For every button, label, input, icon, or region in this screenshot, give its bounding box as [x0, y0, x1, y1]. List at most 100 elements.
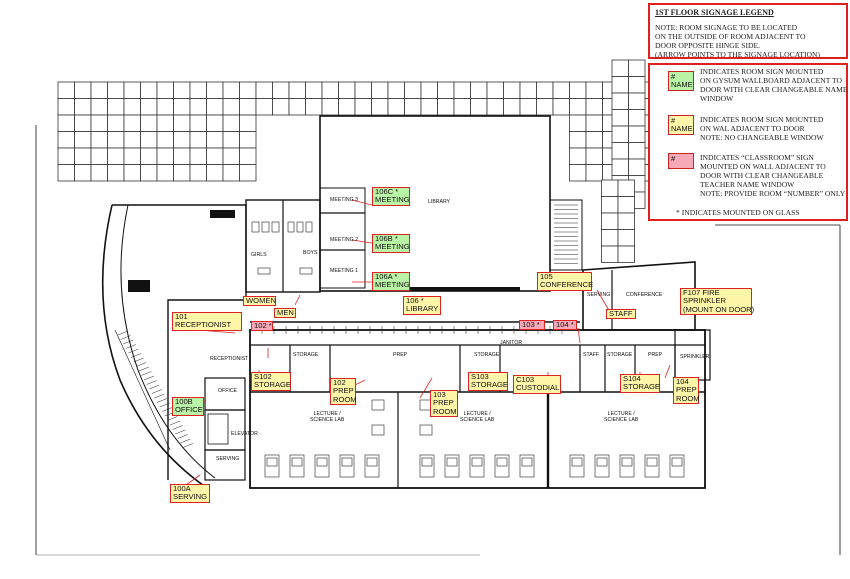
- paving-tile: [90, 147, 108, 165]
- paving-tile: [239, 114, 257, 132]
- paving-tile: [601, 245, 619, 263]
- paving-tile: [288, 98, 306, 116]
- stair-tread: [162, 407, 173, 412]
- sign-line: CONFERENCE: [540, 280, 594, 290]
- sign-106-library[interactable]: 106 *LIBRARY: [403, 296, 441, 315]
- sign-line: MEN: [277, 308, 294, 317]
- paving-tile: [222, 98, 240, 116]
- paving-tile: [222, 131, 240, 149]
- sign-106b-meeting[interactable]: 106B *MEETING: [372, 234, 410, 253]
- paving-tile: [222, 164, 240, 182]
- paving-tile: [519, 81, 537, 99]
- legend-line: TEACHER NAME WINDOW: [700, 180, 795, 189]
- swatch-text: #: [671, 116, 676, 125]
- sign-103-classroom[interactable]: 103 *: [519, 320, 545, 331]
- sign-men[interactable]: MEN: [274, 308, 296, 319]
- paving-tile: [123, 81, 141, 99]
- sign-102-classroom[interactable]: 102 *: [251, 321, 273, 332]
- sign-women[interactable]: WOMEN: [243, 296, 276, 307]
- paving-tile: [437, 98, 455, 116]
- lab-sink: [496, 457, 508, 467]
- legend-swatch-pink: #: [668, 153, 694, 169]
- paving-tile: [536, 81, 554, 99]
- paving-tile: [206, 147, 224, 165]
- building-walls: [35, 115, 841, 556]
- sign-106a-meeting[interactable]: 106A *MEETING: [372, 272, 410, 291]
- lab-sink: [471, 457, 483, 467]
- sign-staff[interactable]: STAFF: [606, 309, 636, 320]
- sign-line: F107 FIRE: [683, 288, 720, 297]
- paving-tile: [617, 229, 635, 247]
- paving-tile: [222, 81, 240, 99]
- paving-tile: [140, 147, 158, 165]
- paving-tile: [123, 98, 141, 116]
- sign-line: LIBRARY: [406, 304, 439, 314]
- legend-line: MOUNTED ON WALL ADJACENT TO: [700, 162, 826, 171]
- paving-tile: [222, 147, 240, 165]
- sign-line: ROOM: [333, 394, 357, 404]
- legend-swatch-yellow: # NAME: [668, 115, 694, 135]
- room-label-serving-top: SERVING: [587, 292, 611, 298]
- room-label-serving: SERVING: [216, 456, 240, 462]
- paving-tile: [206, 114, 224, 132]
- sign-line: ROOM: [433, 406, 457, 416]
- legend-line: DOOR WITH CLEAR CHANGEABLE NAME: [700, 85, 848, 94]
- paving-tile: [173, 114, 191, 132]
- sign-106c-meeting[interactable]: 106C *MEETING: [372, 187, 410, 206]
- stair-tread: [180, 438, 191, 444]
- paving-tile: [189, 164, 207, 182]
- paving-tile: [371, 81, 389, 99]
- stair-tread: [156, 398, 168, 403]
- stair-tread: [120, 335, 131, 340]
- paving-tile: [107, 131, 125, 149]
- paving-tile: [107, 98, 125, 116]
- sink-counter: [257, 267, 271, 275]
- sign-line: 106C *: [375, 187, 399, 196]
- lab-sink: [671, 457, 683, 467]
- room-label-line: SCIENCE LAB: [460, 417, 495, 423]
- paving-tile: [628, 158, 646, 176]
- legend-line: ON GYSUM WALLBOARD ADJACENT TO: [700, 76, 843, 85]
- sink-counter: [299, 267, 313, 275]
- sign-line: STORAGE: [254, 380, 291, 390]
- toilet: [251, 221, 260, 233]
- room-label-line: SCIENCE LAB: [310, 417, 345, 423]
- sign-line: PREP: [676, 385, 697, 395]
- paving-tile: [90, 114, 108, 132]
- paving-tile: [611, 92, 629, 110]
- room-label-boys: BOYS: [303, 250, 318, 256]
- stair-tread: [169, 420, 181, 426]
- room-label-lab3: LECTURE / SCIENCE LAB: [604, 411, 638, 423]
- room-label-prep1: PREP: [393, 352, 408, 358]
- paving-tile: [628, 59, 646, 77]
- legend-line: INDICATES “CLASSROOM” SIGN: [700, 153, 814, 162]
- paving-tile: [601, 212, 619, 230]
- paving-tile: [611, 125, 629, 143]
- sign-line: 103: [433, 390, 446, 399]
- signage-legend-key: # NAME INDICATES ROOM SIGN MOUNTED ON GY…: [648, 63, 848, 221]
- stair-tread: [172, 425, 183, 430]
- paving-tile: [173, 147, 191, 165]
- legend-line: NOTE: PROVIDE ROOM “NUMBER” ONLY: [700, 189, 846, 198]
- paving-tile: [123, 131, 141, 149]
- paving-tile: [173, 81, 191, 99]
- paving-tile: [189, 98, 207, 116]
- sign-line: 106A *: [375, 272, 398, 281]
- sign-104-classroom[interactable]: 104 *: [553, 320, 577, 331]
- sign-line: 105: [540, 272, 553, 281]
- room-label-prep3: PREP: [648, 352, 663, 358]
- paving-tile: [74, 81, 92, 99]
- paving-tile: [404, 81, 422, 99]
